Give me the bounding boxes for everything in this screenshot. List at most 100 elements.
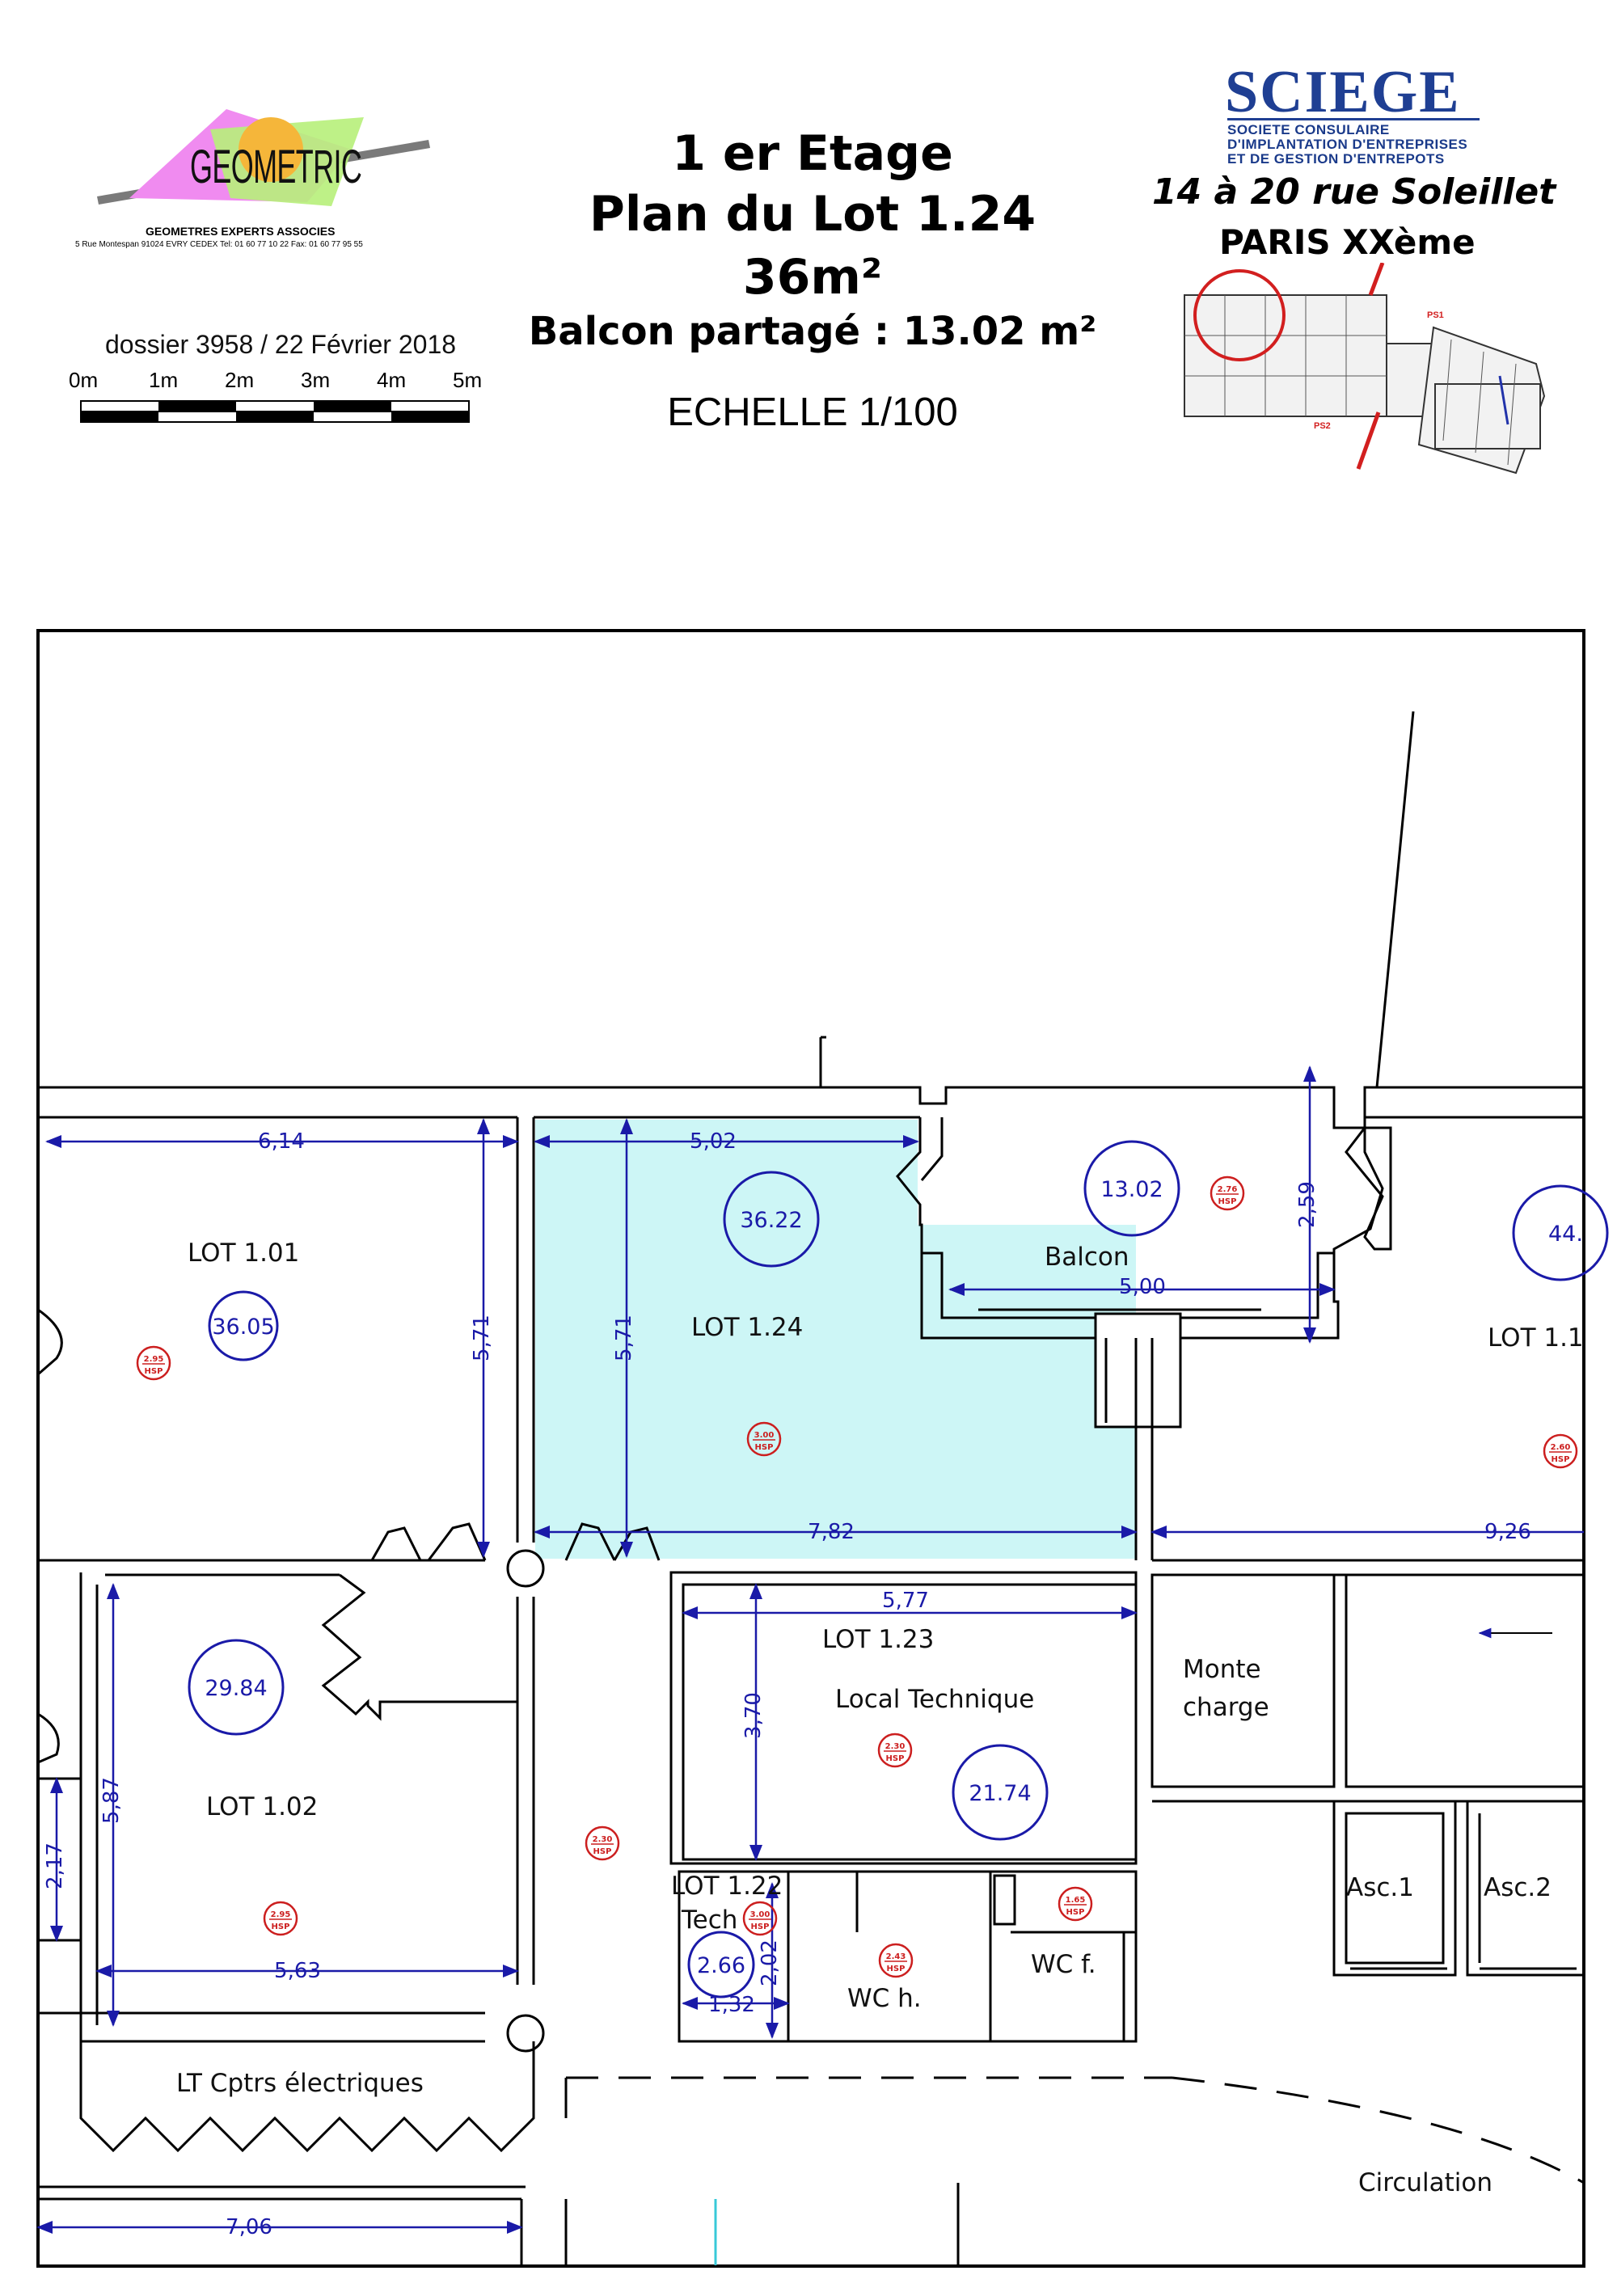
dim-balcon-width: 5,00 (1119, 1275, 1166, 1299)
ceiling-height-value: 3.00 (754, 1431, 775, 1440)
keymap-label-ps1: PS1 (1427, 310, 1444, 320)
plan-frame (36, 629, 1585, 2268)
room-label-balcon: Balcon (1045, 1243, 1129, 1272)
room-label-lot-11x: LOT 1.1 (1488, 1323, 1584, 1353)
title-floor: 1 er Etage (672, 125, 953, 182)
dim-lot-122-depth: 2,02 (758, 1939, 782, 1986)
scale-label-0: 0m (69, 368, 99, 392)
ceiling-height-label: HSP (1218, 1197, 1237, 1206)
ceiling-height-markers: 2.95HSP3.00HSP2.76HSP2.60HSP2.30HSP2.30H… (136, 1175, 1578, 1978)
scale-label-1: 1m (149, 368, 179, 392)
room-label-lot-122: LOT 1.22 (671, 1872, 783, 1901)
ceiling-height-value: 2.76 (1218, 1185, 1238, 1194)
scale-label-2: 2m (225, 368, 255, 392)
area-value-balcon: 13.02 (1100, 1177, 1163, 1202)
ceiling-height-label: HSP (145, 1367, 163, 1376)
area-value-lot-124: 36.22 (740, 1208, 802, 1233)
room-label-circulation: Circulation (1358, 2168, 1492, 2197)
ceiling-height-value: 2.95 (144, 1355, 164, 1364)
room-label-lot-123: LOT 1.23 (822, 1625, 934, 1654)
owner-logo-rule (1227, 118, 1480, 120)
scale-bar: 0m 1m 2m 3m 4m 5m (69, 368, 497, 433)
ceiling-height-label: HSP (755, 1443, 774, 1452)
dim-lt-width: 7,06 (226, 2215, 272, 2239)
room-label-tech: Tech (681, 1906, 737, 1935)
room-label-asc-2: Asc.2 (1484, 1873, 1552, 1902)
dim-lot-123-width: 5,77 (882, 1589, 929, 1613)
dim-lot-102-side: 2,17 (43, 1842, 67, 1889)
ceiling-height-label: HSP (887, 1965, 906, 1973)
lot-124-highlight (535, 1120, 1136, 1559)
owner-logo: SCIEGE (1225, 59, 1461, 125)
keymap-label-ps2: PS2 (1314, 421, 1331, 431)
room-label-asc-1: Asc.1 (1346, 1873, 1414, 1902)
key-map: PS1 PS2 (1184, 263, 1546, 475)
owner-address: 14 à 20 rue Soleillet (1152, 171, 1556, 213)
walls (36, 711, 1585, 2265)
dim-balcon-depth: 2,59 (1295, 1181, 1319, 1228)
ceiling-height-label: HSP (593, 1847, 612, 1856)
dimension-lines (36, 1066, 1584, 2234)
ceiling-height-label: HSP (1066, 1908, 1085, 1917)
scale-bar-graphic (80, 400, 470, 423)
room-label-lt-cptrs: LT Cptrs électriques (176, 2069, 424, 2098)
owner-subtitle-2: D'IMPLANTATION D'ENTREPRISES (1227, 137, 1468, 152)
owner-subtitle-1: SOCIETE CONSULAIRE (1227, 122, 1390, 137)
scale-label-4: 4m (377, 368, 407, 392)
owner-city: PARIS XXème (1219, 222, 1476, 262)
ceiling-height-value: 1.65 (1066, 1896, 1086, 1905)
dim-lot-123-depth: 3,70 (741, 1692, 766, 1739)
dim-lot-101-depth: 5,71 (470, 1315, 494, 1361)
scale-text: ECHELLE 1/100 (667, 390, 958, 434)
dim-lot-124-depth: 5,71 (612, 1315, 636, 1361)
ceiling-height-value: 2.43 (886, 1952, 906, 1961)
dim-lot-102-width: 5,63 (274, 1959, 321, 1983)
ceiling-height-value: 2.30 (593, 1835, 613, 1844)
title-area: 36m² (742, 249, 883, 306)
dim-lot-124-width: 5,02 (690, 1129, 737, 1154)
area-value-lot-102: 29.84 (205, 1676, 267, 1701)
area-value-lot-122: 2.66 (697, 1953, 745, 1978)
room-label-lot-124: LOT 1.24 (691, 1313, 803, 1342)
room-label-local-technique: Local Technique (835, 1685, 1034, 1714)
room-label-monte: Monte (1183, 1655, 1261, 1684)
ceiling-height-value: 2.60 (1551, 1443, 1571, 1452)
ceiling-height-value: 3.00 (750, 1910, 771, 1919)
surveyor-logo: GEOMETRIC (89, 101, 437, 230)
surveyor-tagline: GEOMETRES EXPERTS ASSOCIES (146, 225, 336, 238)
title-plan: Plan du Lot 1.24 (589, 186, 1036, 243)
owner-subtitle-3: ET DE GESTION D'ENTREPOTS (1227, 151, 1445, 167)
dim-lot-11x-width: 9,26 (1484, 1520, 1531, 1544)
ceiling-height-label: HSP (751, 1922, 770, 1931)
ceiling-height-label: HSP (886, 1754, 905, 1763)
dim-lot-122-width: 1,32 (708, 1993, 755, 2017)
geometric-logo-graphic (97, 109, 430, 206)
area-circles (188, 1140, 1609, 1998)
room-label-wc-h: WC h. (847, 1984, 922, 2013)
room-label-lot-102: LOT 1.02 (206, 1792, 318, 1821)
surveyor-address: 5 Rue Montespan 91024 EVRY CEDEX Tel: 01… (75, 240, 363, 249)
room-label-lot-101: LOT 1.01 (188, 1239, 299, 1268)
dossier-reference: dossier 3958 / 22 Février 2018 (105, 330, 457, 359)
dim-lot-102-depth: 5,87 (99, 1777, 124, 1824)
ceiling-height-value: 2.30 (885, 1742, 906, 1751)
geometric-wordmark: GEOMETRIC (190, 141, 362, 193)
area-value-lot-101: 36.05 (212, 1315, 274, 1340)
scale-label-5: 5m (453, 368, 483, 392)
scale-label-3: 3m (301, 368, 331, 392)
ceiling-height-value: 2.95 (271, 1910, 291, 1919)
dim-lot-101-width: 6,14 (258, 1129, 305, 1154)
room-label-charge: charge (1183, 1693, 1269, 1722)
ceiling-height-label: HSP (272, 1922, 290, 1931)
title-balcony: Balcon partagé : 13.02 m² (528, 309, 1097, 354)
